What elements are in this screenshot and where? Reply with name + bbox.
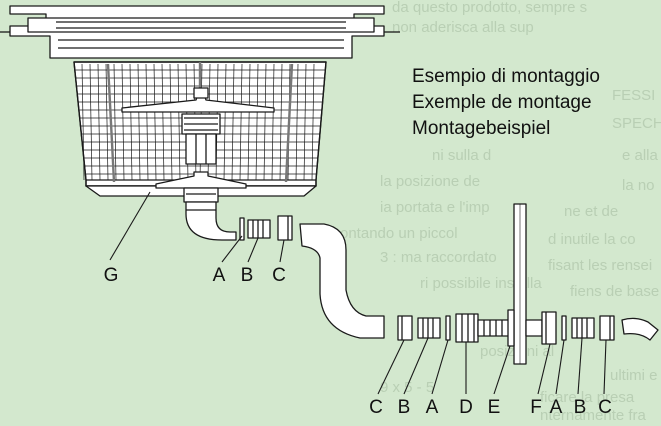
label-right-d: D — [459, 397, 473, 418]
background-text: da questo prodotto, sempre s non aderisc… — [340, 0, 661, 424]
right-nut-b2 — [571, 317, 595, 339]
bg-fragment-4: la no — [622, 177, 655, 194]
bg-fragment-6: d inutile la co — [548, 231, 636, 248]
bg-fragment-8: fiens de base — [570, 283, 659, 300]
caption-french: Exemple de montage — [412, 92, 592, 113]
label-left-a: A — [212, 265, 226, 286]
label-g: G — [103, 265, 119, 286]
bg-mid-4: ontando un piccol — [340, 225, 458, 242]
label-left-c: C — [272, 265, 286, 286]
right-washer-a2 — [561, 315, 567, 341]
leader-lines — [109, 191, 607, 395]
caption-german: Montagebeispiel — [412, 118, 551, 139]
label-right-a2: A — [549, 397, 563, 418]
left-fittings — [239, 215, 293, 241]
left-washer-a — [239, 217, 245, 241]
label-right-f: F — [530, 397, 542, 418]
label-right-e: E — [487, 397, 501, 418]
label-left-b: B — [240, 265, 254, 286]
right-nut-d — [455, 313, 479, 343]
bg-fragment-5: ne et de — [564, 203, 618, 220]
left-cap-c — [277, 215, 293, 241]
caption-italian: Esempio di montaggio — [412, 66, 600, 87]
right-fittings — [397, 309, 659, 347]
outlet-hose-end — [621, 317, 659, 341]
bg-fragment-7: fisant les rensei — [548, 257, 652, 274]
label-right-c2: C — [598, 397, 612, 418]
bg-mid-6: ri possibile installa — [420, 275, 542, 292]
label-right-b2: B — [573, 397, 587, 418]
left-nut-b — [247, 219, 271, 239]
bg-mid-3: ia portata e l'imp — [380, 199, 490, 216]
right-threaded-pipe — [477, 319, 511, 337]
right-flange-f — [541, 311, 557, 345]
right-washer-a1 — [445, 315, 451, 341]
right-cap-c2 — [599, 315, 615, 341]
bg-text-line1: da questo prodotto, sempre s — [392, 0, 587, 16]
right-nut-b1 — [417, 317, 441, 339]
drain-assembly — [121, 87, 275, 241]
right-washer-e — [507, 309, 515, 347]
label-right-b1: B — [397, 397, 411, 418]
bg-fragment-2: SPECH — [612, 115, 661, 132]
right-cap-c1 — [397, 315, 413, 341]
bg-bottom-2: ficare la presa — [540, 389, 635, 406]
label-right-c1: C — [369, 397, 383, 418]
bg-bottom-3: nternamente fra — [540, 407, 647, 424]
label-right-a1: A — [425, 397, 439, 418]
bg-text-line2: non aderisca alla sup — [392, 19, 534, 36]
caption: Esempio di montaggio Exemple de montage … — [412, 64, 600, 142]
bg-fragment-3: e alla — [622, 147, 659, 164]
bg-fragment-1: FESSI — [612, 87, 655, 104]
bg-mid-5: 3 : ma raccordato — [380, 249, 497, 266]
flexible-hose — [299, 223, 385, 339]
wall-section — [513, 203, 527, 365]
bg-mid-1: ni sulla d — [432, 147, 491, 164]
container-rim — [0, 5, 400, 59]
bg-mid-2: la posizione de — [380, 173, 480, 190]
bg-bottom-1: ultimi e Il — [610, 367, 661, 384]
